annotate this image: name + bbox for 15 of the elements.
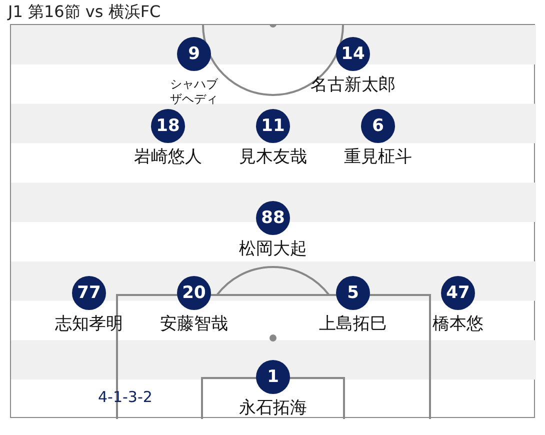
player-name: 志知孝明 xyxy=(55,314,123,334)
player-name: 名古新太郎 xyxy=(310,75,396,95)
player-name: 永石拓海 xyxy=(239,398,307,418)
player-name: 見木友哉 xyxy=(239,147,307,167)
formation-label: 4-1-3-2 xyxy=(98,388,152,406)
player-number-badge: 88 xyxy=(256,201,290,235)
player-name: シャハブザヘディ xyxy=(169,77,219,107)
player-name: 橋本悠 xyxy=(432,314,484,334)
player-name: 安藤智哉 xyxy=(160,314,228,334)
player-number-badge: 1 xyxy=(256,360,290,394)
title: J1 第16節 vs 横浜FC xyxy=(8,2,161,23)
player-name: 重見柾斗 xyxy=(344,147,412,167)
player-name: 岩崎悠人 xyxy=(134,147,202,167)
player-name: 松岡大起 xyxy=(239,239,307,259)
player-name: 上島拓巳 xyxy=(319,314,387,334)
